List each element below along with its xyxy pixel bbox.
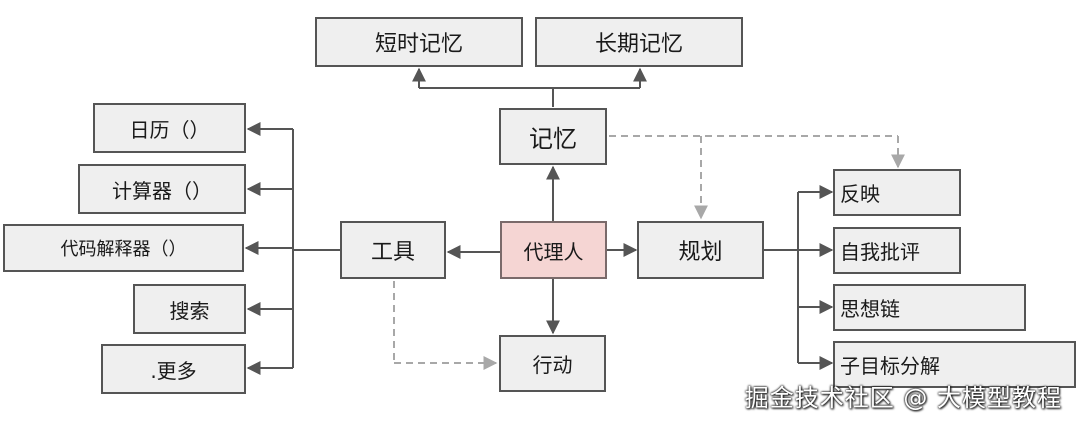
calendar-label: 日历（）: [129, 117, 210, 142]
code-interpreter-label: 代码解释器（）: [60, 239, 187, 260]
more-box: .更多: [101, 344, 246, 394]
reflection-label: 反映: [840, 182, 880, 206]
chain-of-thought-box: 思想链: [833, 284, 1026, 331]
tools-box: 工具: [340, 221, 446, 279]
tools-to-action-dashed-connector: [393, 281, 498, 370]
planning-label: 规划: [678, 240, 723, 265]
code-interpreter-box: 代码解释器（）: [3, 224, 244, 272]
reflection-box: 反映: [833, 169, 961, 216]
tools-label: 工具: [370, 240, 415, 265]
tools-to-list-connector: [244, 122, 342, 375]
planning-box: 规划: [637, 221, 764, 279]
calendar-box: 日历（）: [93, 103, 246, 153]
calculator-box: 计算器（）: [78, 164, 246, 214]
search-label: 搜索: [169, 298, 210, 323]
watermark-text: 掘金技术社区 @ 大模型教程: [744, 384, 1062, 412]
self-critique-box: 自我批评: [833, 227, 961, 274]
chain-of-thought-label: 思想链: [840, 297, 900, 321]
memory-feedback-dashed-connector: [609, 135, 905, 220]
action-box: 行动: [499, 335, 606, 392]
planning-to-list-connector: [764, 185, 834, 370]
short-term-memory-label: 短时记忆: [374, 32, 463, 57]
self-critique-label: 自我批评: [840, 240, 920, 264]
action-label: 行动: [532, 353, 573, 377]
calculator-label: 计算器（）: [112, 178, 212, 203]
memory-to-stores-connector: [412, 67, 647, 107]
memory-label: 记忆: [529, 125, 577, 153]
subgoal-decomposition-label: 子目标分解: [840, 354, 940, 378]
long-term-memory-label: 长期记忆: [594, 32, 683, 57]
short-term-memory-box: 短时记忆: [315, 17, 523, 67]
long-term-memory-box: 长期记忆: [535, 17, 743, 67]
agent-label: 代理人: [523, 239, 584, 264]
agent-box: 代理人: [500, 221, 607, 279]
search-box: 搜索: [133, 284, 246, 334]
memory-box: 记忆: [499, 108, 607, 165]
more-label: .更多: [150, 358, 197, 383]
